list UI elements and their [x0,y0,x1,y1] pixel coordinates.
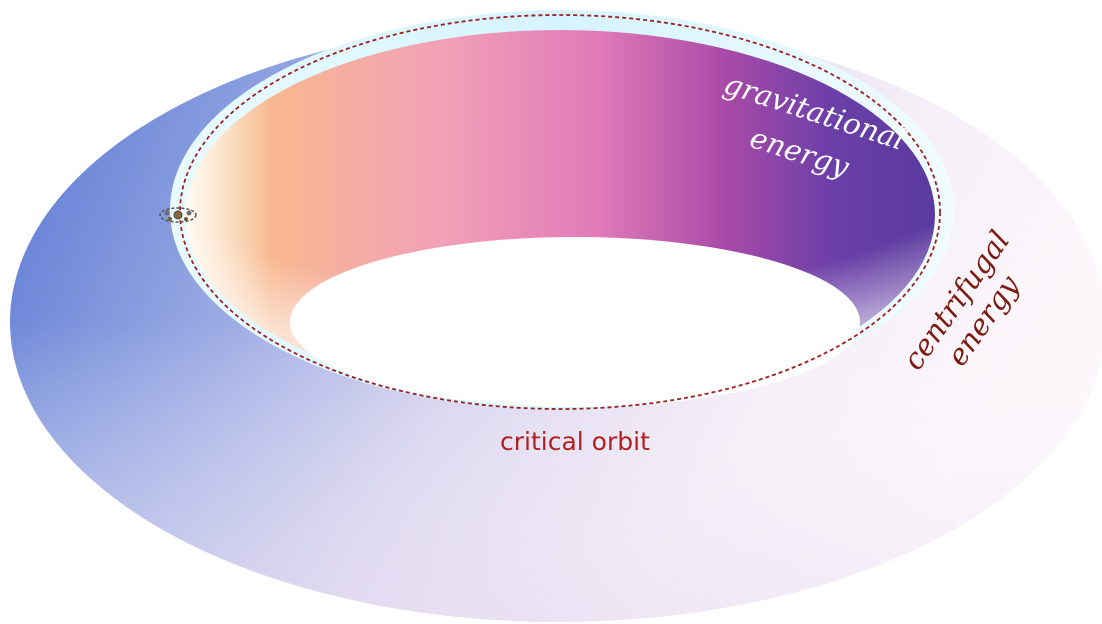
torus-hole [290,237,860,407]
critical-orbit-label: critical orbit [500,427,650,456]
critical-orbit-path [179,14,941,410]
spacecraft-icon [159,207,197,223]
